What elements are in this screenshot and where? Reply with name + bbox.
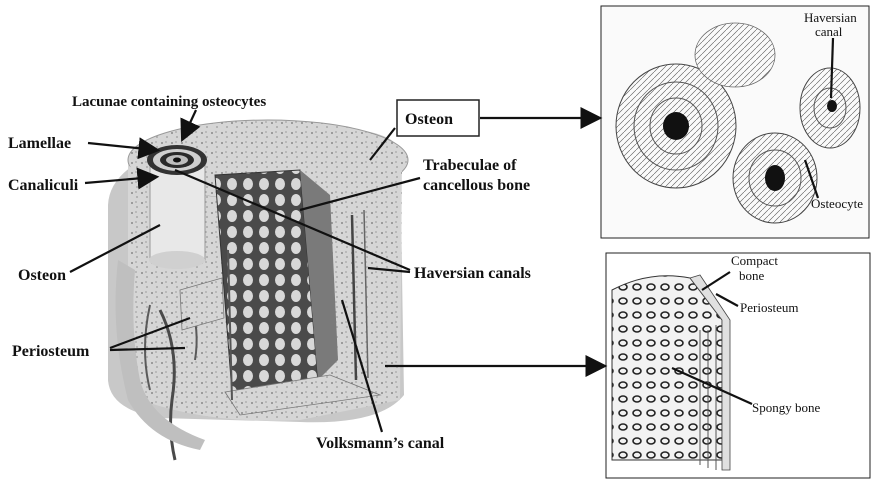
- haversian-canal-small: [827, 100, 837, 112]
- label-compact-2: bone: [739, 268, 765, 283]
- label-lacunae: Lacunae containing osteocytes: [72, 94, 266, 110]
- label-periosteum-right: Periosteum: [740, 300, 799, 315]
- label-trabeculae-2: cancellous bone: [423, 177, 530, 194]
- label-osteon-left: Osteon: [18, 267, 66, 284]
- label-osteocyte: Osteocyte: [811, 196, 863, 211]
- haversian-canal-large: [663, 112, 689, 140]
- label-haversian-canal-1: Haversian: [804, 10, 857, 25]
- label-canaliculi: Canaliculi: [8, 177, 79, 194]
- label-compact-1: Compact: [731, 253, 778, 268]
- label-spongy-bone: Spongy bone: [752, 400, 820, 415]
- label-volksmann: Volksmann’s canal: [316, 435, 445, 452]
- label-periosteum-left: Periosteum: [12, 343, 90, 360]
- spongy-bone-panel: [606, 253, 870, 478]
- label-haversian-canal-2: canal: [815, 24, 843, 39]
- bone-cylinder-illustration: [108, 120, 408, 460]
- label-haversian-canals: Haversian canals: [414, 265, 531, 282]
- label-lamellae: Lamellae: [8, 135, 71, 152]
- label-trabeculae-1: Trabeculae of: [423, 157, 517, 174]
- label-osteon-box: Osteon: [405, 111, 453, 128]
